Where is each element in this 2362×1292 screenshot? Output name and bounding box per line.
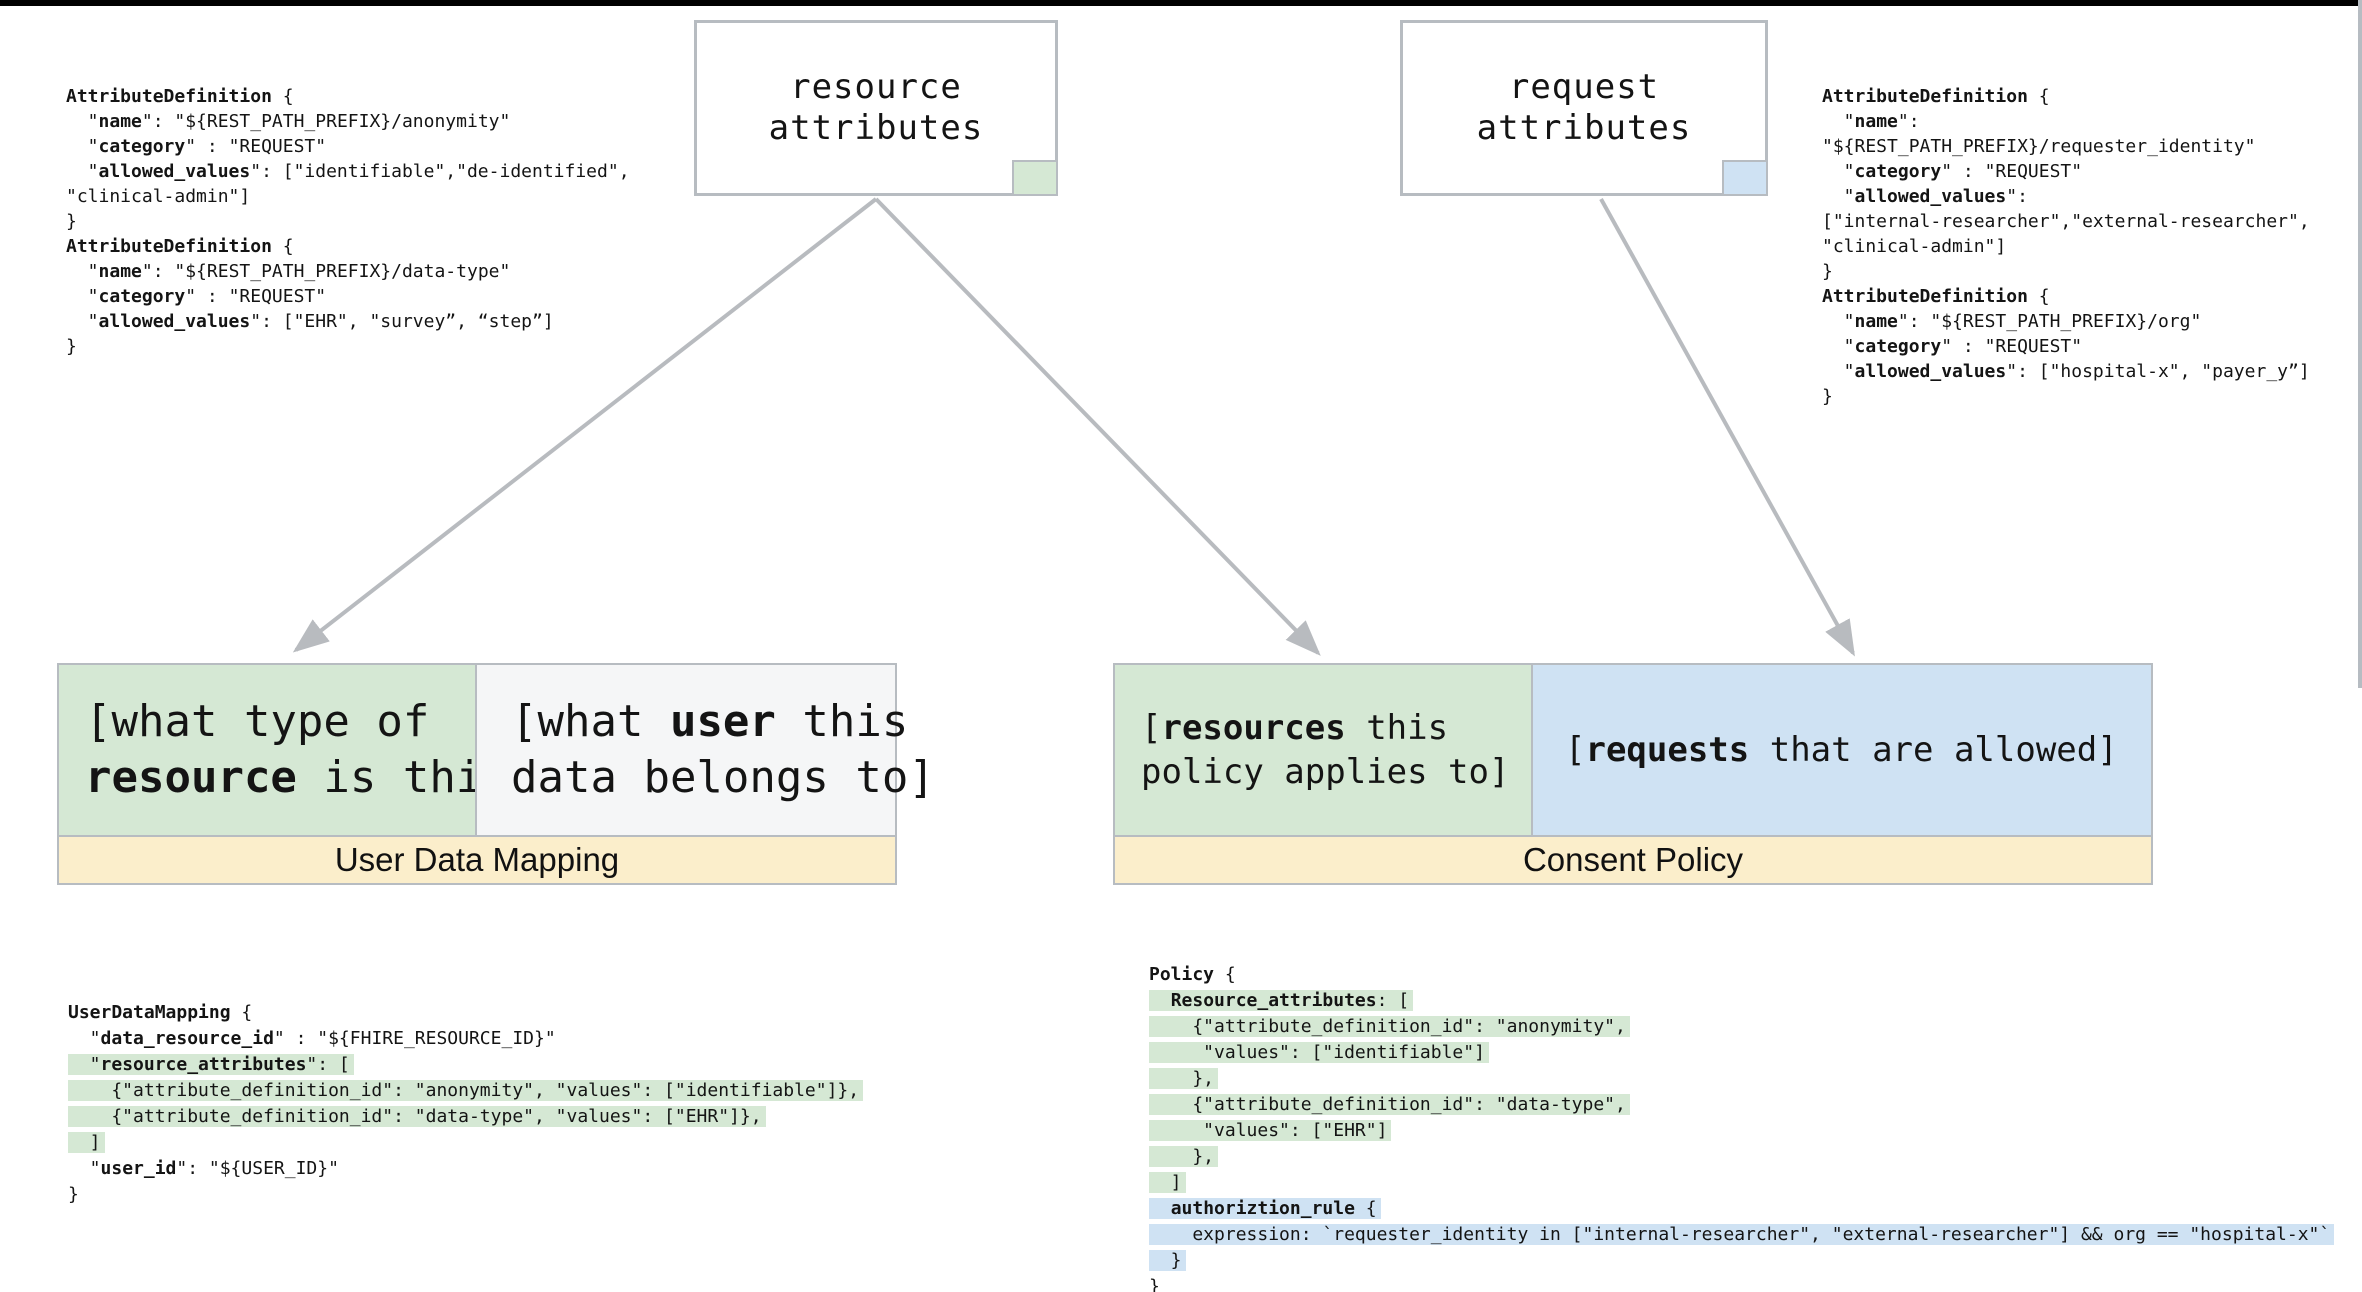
resource-attributes-box: resource attributes [694,20,1058,196]
consent-policy-banner: Consent Policy [1113,835,2153,885]
resource-attributes-green-tag [1012,160,1058,196]
arrow-request-to-consent-policy [1599,198,1855,657]
udm-resource-type-cell: [what type of resource is this] [57,663,535,837]
consent-resources-cell: [resources this policy applies to] [1113,663,1533,837]
top-border-line [0,0,2362,6]
consent-resources-text: [resources this policy applies to] [1141,708,1510,792]
consent-policy-banner-label: Consent Policy [1522,841,1744,878]
arrow-resource-to-user-data-mapping [292,197,878,653]
attribute-definitions-resource-code: AttributeDefinition { "name": "${REST_PA… [66,86,630,357]
arrow-resource-to-consent-policy [874,197,1321,656]
request-attributes-box: request attributes [1400,20,1768,196]
consent-requests-cell: [requests that are allowed] [1531,663,2153,837]
resource-attributes-label: resource attributes [768,67,984,148]
consent-requests-text: [requests that are allowed] [1565,730,2118,770]
right-edge-line [2358,0,2362,688]
policy-code: Policy { Resource_attributes: [ {"attrib… [1149,962,2335,1292]
attribute-definitions-request-code: AttributeDefinition { "name":"${REST_PAT… [1822,86,2310,407]
request-attributes-blue-tag [1722,160,1768,196]
udm-resource-type-text: [what type of resource is this] [85,696,536,803]
udm-user-text: [what user this data belongs to] [511,696,935,803]
udm-user-cell: [what user this data belongs to] [475,663,935,837]
user-data-mapping-banner: User Data Mapping [57,835,897,885]
request-attributes-label: request attributes [1476,67,1692,148]
user-data-mapping-code: UserDataMapping { "data_resource_id" : "… [68,1000,864,1208]
user-data-mapping-banner-label: User Data Mapping [334,841,620,878]
